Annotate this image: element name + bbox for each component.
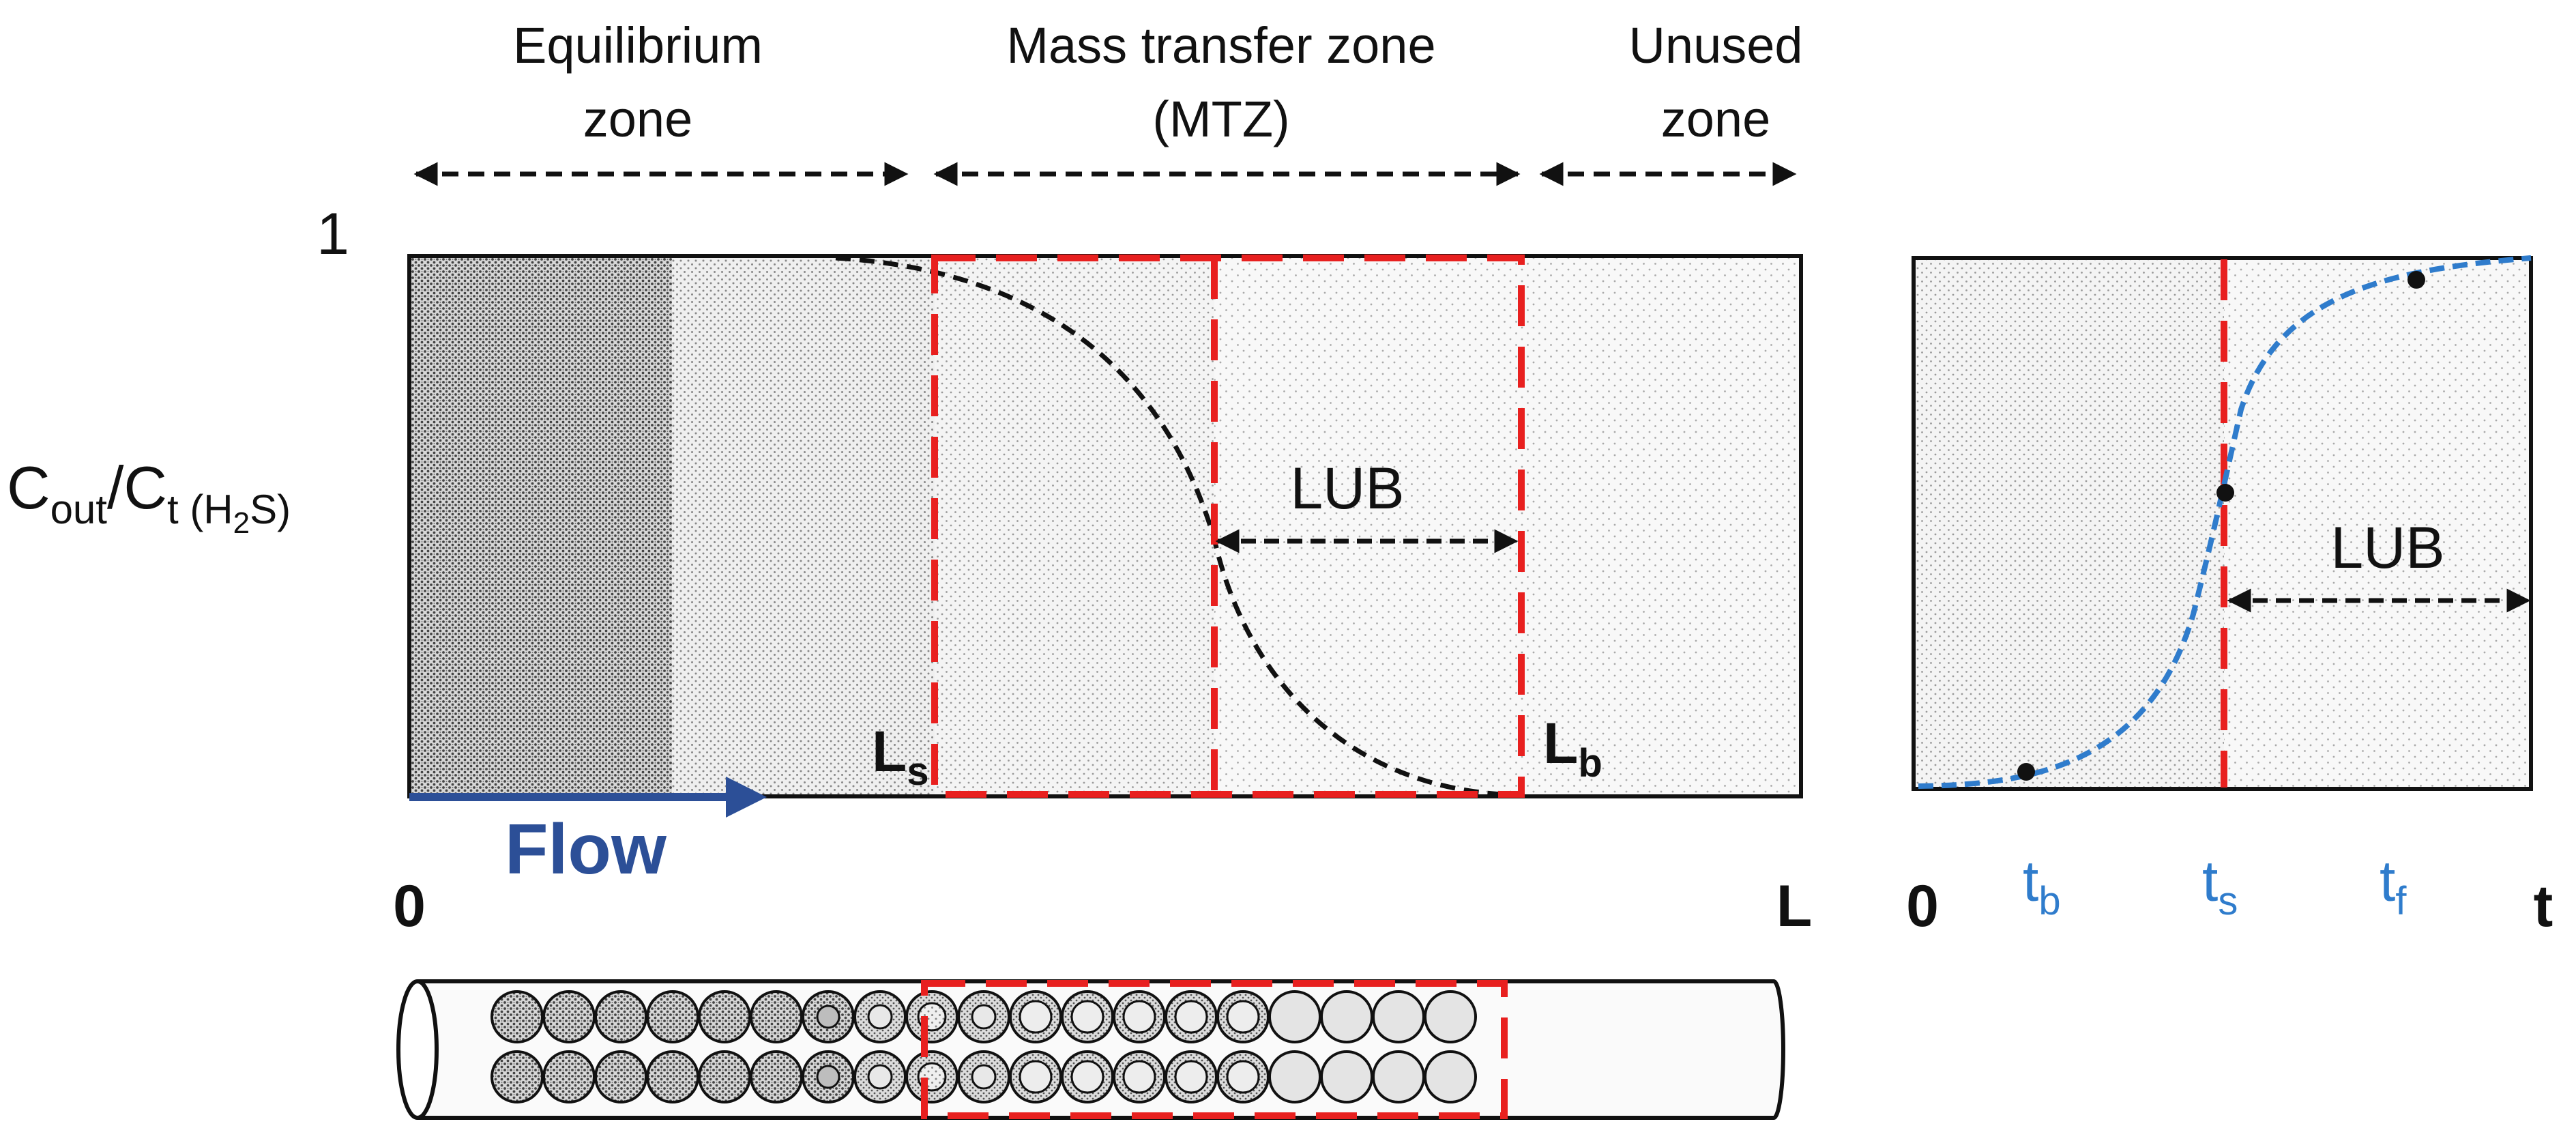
left-x-end-label: L [1776, 874, 1813, 939]
particle [1165, 990, 1218, 1043]
zone-label-unused-line2: zone [1661, 91, 1770, 147]
lb-label: Lb [1543, 711, 1602, 785]
particle [1424, 990, 1477, 1043]
column-inlet-end [396, 979, 439, 1120]
particle [646, 990, 699, 1043]
particle [750, 990, 803, 1043]
zone-header-unused: Unused zone [1539, 17, 1803, 186]
particle [1320, 990, 1373, 1043]
packed-column [396, 979, 1785, 1120]
particle [542, 1050, 596, 1103]
region-mtz-left [935, 256, 1214, 796]
zone-header-equilibrium: Equilibrium zone [413, 17, 909, 186]
breakthrough-point-tf [2407, 271, 2425, 289]
region-saturated-dense [409, 256, 672, 796]
flow-label: Flow [505, 810, 667, 889]
mtz-outline-box [931, 255, 1525, 798]
ls-label: Ls [872, 719, 929, 794]
particle [1372, 990, 1425, 1043]
right-plot: LUB 0 t tb ts tf [1906, 255, 2553, 939]
region-mtz-right-and-unused [1214, 256, 1801, 796]
particle [594, 990, 647, 1043]
particle [1009, 1050, 1062, 1103]
left-x-start-label: 0 [393, 874, 426, 939]
particle [646, 1050, 699, 1103]
column-mtz-outline [921, 980, 1508, 1119]
particle [594, 1050, 647, 1103]
left-plot: LUB Ls Lb Flow 0 L [393, 254, 1813, 939]
breakthrough-point-tb [2017, 763, 2035, 781]
particle [853, 990, 907, 1043]
particle [1113, 990, 1166, 1043]
particle [491, 990, 544, 1043]
left-lub-label: LUB [1290, 456, 1404, 521]
zone-label-equilibrium-line2: zone [583, 91, 692, 147]
particle [1216, 1050, 1270, 1103]
particle [1113, 1050, 1166, 1103]
zone-label-equilibrium-line1: Equilibrium [513, 17, 763, 74]
zone-label-unused-line1: Unused [1628, 17, 1802, 74]
particle [802, 1050, 855, 1103]
breakthrough-curve [1918, 255, 2532, 789]
y-axis-label: Cout/Ct (H2S) [7, 454, 291, 540]
tf-label: tf [2380, 849, 2407, 923]
particle [1372, 1050, 1425, 1103]
particle [491, 1050, 544, 1103]
region-saturated [672, 256, 935, 796]
right-x-end-label: t [2534, 874, 2553, 939]
particle [1268, 1050, 1321, 1103]
particle [542, 990, 596, 1043]
right-x-start-label: 0 [1906, 874, 1939, 939]
particle [957, 990, 1010, 1043]
particle [1320, 1050, 1373, 1103]
zone-header-mtz: Mass transfer zone (MTZ) [933, 17, 1521, 186]
particle [1424, 1050, 1477, 1103]
y-tick-one: 1 [317, 201, 349, 267]
right-region-before-ts [1914, 258, 2224, 789]
breakthrough-point-ts [2216, 484, 2234, 502]
particle [698, 990, 751, 1043]
particle [1268, 990, 1321, 1043]
particle [1061, 990, 1114, 1043]
particle [1216, 990, 1270, 1043]
tb-label: tb [2023, 849, 2061, 923]
particle [1165, 1050, 1218, 1103]
right-lub-label: LUB [2330, 515, 2444, 581]
particle [905, 1050, 958, 1103]
zone-label-mtz-line2: (MTZ) [1152, 91, 1289, 147]
particle [905, 990, 958, 1043]
ts-label: ts [2202, 849, 2238, 923]
particle [802, 990, 855, 1043]
particle [1061, 1050, 1114, 1103]
particle [750, 1050, 803, 1103]
packed-particles [491, 990, 1477, 1103]
particle [853, 1050, 907, 1103]
zone-label-mtz-line1: Mass transfer zone [1006, 17, 1435, 74]
particle [1009, 990, 1062, 1043]
right-plot-frame [1912, 256, 2533, 791]
particle [698, 1050, 751, 1103]
particle [957, 1050, 1010, 1103]
